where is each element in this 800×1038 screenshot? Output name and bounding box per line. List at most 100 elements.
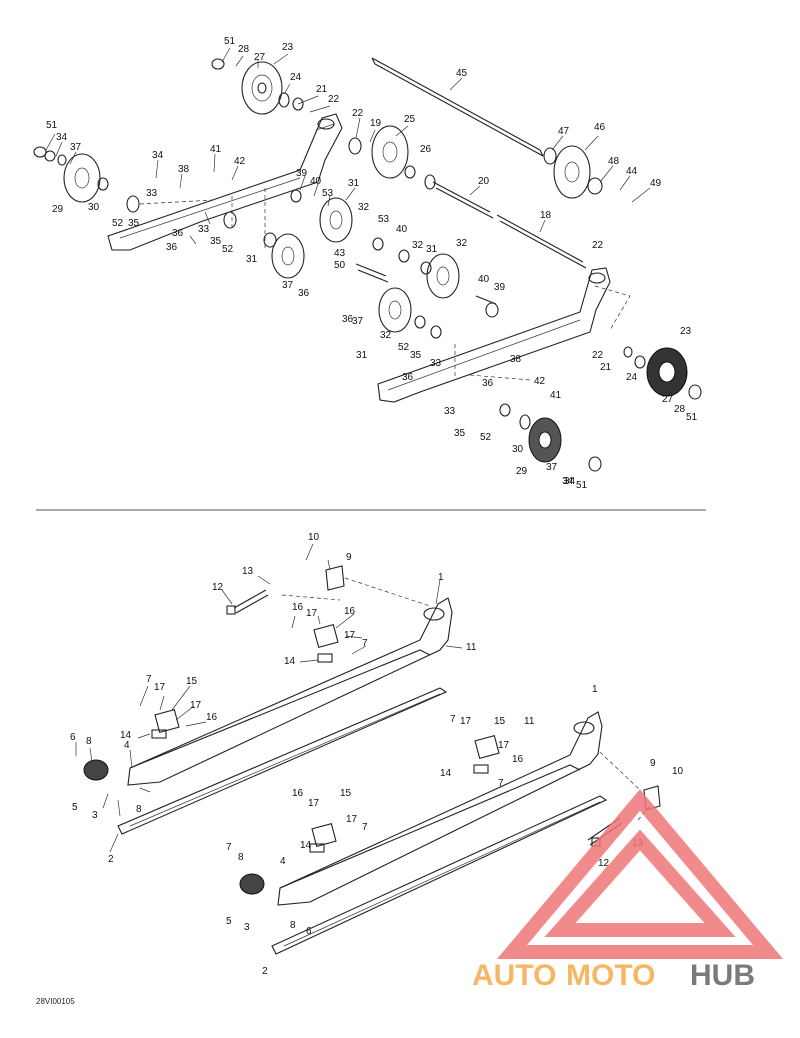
bottom-part-number-label: 7 (146, 674, 152, 685)
top-part-number-label: 39 (296, 168, 308, 179)
top-part-number-label: 32 (412, 240, 424, 251)
top-part-number-label: 26 (420, 144, 432, 155)
top-part-number-label: 36 (298, 288, 310, 299)
bottom-part-number-label: 16 (512, 754, 524, 765)
top-part-number-label: 52 (112, 218, 124, 229)
bottom-part-number-label: 7 (450, 714, 456, 725)
top-part-number-label: 36 (172, 228, 184, 239)
top-part-number-label: 38 (510, 354, 522, 365)
bottom-part-number-label: 10 (672, 766, 684, 777)
bottom-part-number-label: 9 (346, 552, 352, 563)
watermark-part2: MOTO (566, 959, 655, 992)
top-part-number-label: 43 (334, 248, 346, 259)
bottom-part-number-label: 11 (466, 642, 477, 653)
top-part-number-label: 33 (430, 358, 442, 369)
top-part-number-label: 51 (686, 412, 698, 423)
bottom-part-number-label: 15 (494, 716, 506, 727)
top-part-number-label: 21 (600, 362, 612, 373)
top-part-number-label: 52 (222, 244, 234, 255)
top-part-number-label: 53 (378, 214, 390, 225)
bottom-part-number-label: 1 (592, 684, 598, 695)
top-part-number-label: 37 (352, 316, 364, 327)
top-part-number-label: 18 (540, 210, 552, 221)
top-part-number-label: 33 (444, 406, 456, 417)
top-part-number-label: 22 (592, 240, 604, 251)
top-part-number-label: 35 (410, 350, 422, 361)
top-part-number-label: 22 (328, 94, 340, 105)
top-part-number-label: 24 (626, 372, 638, 383)
top-part-number-label: 52 (480, 432, 492, 443)
top-part-number-label: 27 (662, 394, 674, 405)
bottom-part-number-label: 14 (284, 656, 296, 667)
bottom-part-number-label: 7 (362, 638, 368, 649)
top-part-number-label: 34 (562, 476, 574, 487)
bottom-part-number-label: 2 (262, 966, 268, 977)
top-part-number-label: 47 (558, 126, 570, 137)
bottom-part-number-label: 17 (306, 608, 318, 619)
top-part-number-label: 36 (166, 242, 178, 253)
bottom-part-number-label: 10 (308, 532, 320, 543)
top-part-number-label: 52 (398, 342, 410, 353)
top-part-number-label: 23 (282, 42, 294, 53)
top-part-number-label: 40 (478, 274, 490, 285)
bottom-part-number-label: 17 (498, 740, 510, 751)
bottom-part-number-label: 12 (598, 858, 610, 869)
bottom-part-number-label: 14 (440, 768, 452, 779)
top-part-number-label: 51 (46, 120, 58, 131)
top-part-number-label: 40 (396, 224, 408, 235)
bottom-part-number-label: 13 (242, 566, 254, 577)
top-part-number-label: 21 (316, 84, 328, 95)
watermark-logo (496, 789, 784, 959)
top-part-number-label: 30 (512, 444, 524, 455)
watermark-part1: AUTO (472, 959, 556, 992)
rear-axle-assembly-drawing (33, 57, 702, 472)
top-part-number-label: 34 (56, 132, 68, 143)
top-part-number-label: 42 (234, 156, 246, 167)
bottom-part-number-label: 17 (460, 716, 472, 727)
bottom-part-number-label: 15 (340, 788, 352, 799)
top-leader-lines (45, 47, 651, 245)
bottom-part-number-label: 7 (362, 822, 368, 833)
top-part-number-label: 34 (152, 150, 164, 161)
bottom-part-number-label: 12 (212, 582, 224, 593)
top-part-number-label: 29 (516, 466, 528, 477)
top-part-number-label: 36 (402, 372, 414, 383)
top-part-number-label: 22 (352, 108, 364, 119)
top-part-number-label: 31 (356, 350, 368, 361)
top-part-number-label: 33 (146, 188, 158, 199)
top-part-number-label: 22 (592, 350, 604, 361)
top-part-number-label: 46 (594, 122, 606, 133)
bottom-part-number-label: 17 (344, 630, 356, 641)
bottom-part-number-label: 5 (72, 802, 78, 813)
bottom-part-number-label: 4 (280, 856, 286, 867)
bottom-part-number-label: 9 (650, 758, 656, 769)
top-part-number-label: 51 (576, 480, 588, 491)
top-part-number-label: 44 (626, 166, 638, 177)
top-part-number-label: 51 (224, 36, 236, 47)
top-part-number-label: 30 (88, 202, 100, 213)
top-part-number-label: 29 (52, 204, 64, 215)
top-part-number-label: 33 (198, 224, 210, 235)
bottom-part-number-label: 17 (154, 682, 166, 693)
top-part-number-label: 32 (456, 238, 468, 249)
top-part-number-label: 41 (210, 144, 222, 155)
bottom-part-number-label: 4 (124, 740, 130, 751)
bottom-part-number-label: 14 (120, 730, 132, 741)
diagram-code: 28VI00105 (36, 997, 75, 1006)
bottom-part-number-label: 8 (86, 736, 92, 747)
bottom-part-number-label: 5 (226, 916, 232, 927)
top-part-number-label: 34 (564, 476, 576, 487)
top-part-number-label: 31 (246, 254, 258, 265)
top-part-number-label: 48 (608, 156, 620, 167)
bottom-part-number-label: 16 (344, 606, 356, 617)
bottom-part-number-label: 16 (292, 788, 304, 799)
bottom-part-number-label: 15 (186, 676, 198, 687)
bottom-part-number-label: 6 (70, 732, 76, 743)
top-part-number-label: 37 (70, 142, 82, 153)
bottom-part-number-label: 8 (136, 804, 142, 815)
top-part-number-label: 37 (282, 280, 294, 291)
bottom-part-number-label: 7 (226, 842, 232, 853)
bottom-part-number-label: 14 (300, 840, 312, 851)
